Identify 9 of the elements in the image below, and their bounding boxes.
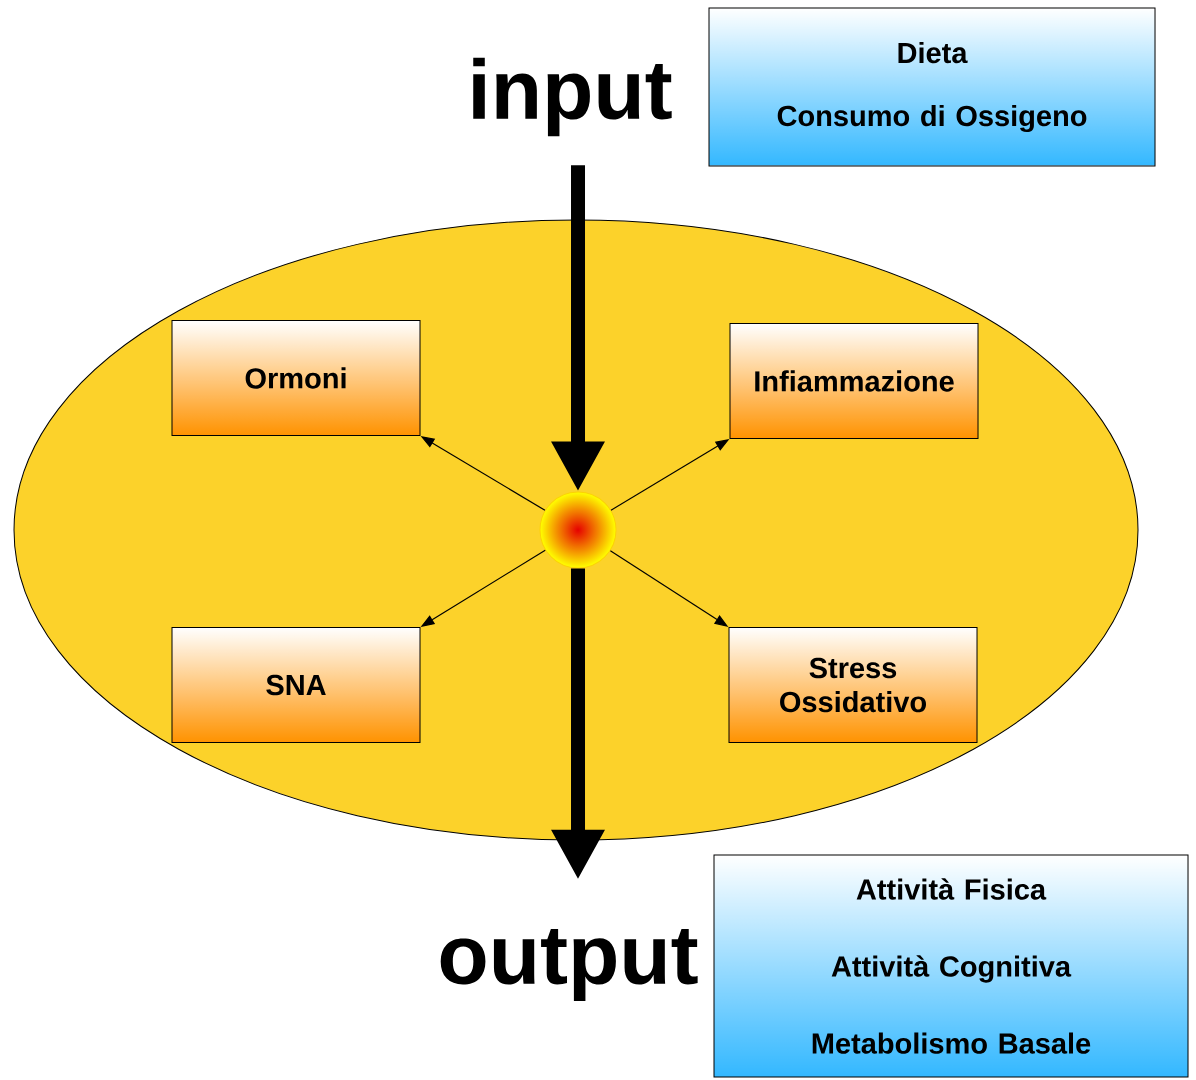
- flow-label: input: [473, 57, 672, 137]
- process-box: SNA: [171, 627, 421, 743]
- core-circle: [539, 491, 617, 569]
- process-box: Attività Fisica Attività Cognitiva Metabolismo Basale: [713, 854, 1189, 1078]
- process-box: Stress Ossidativo: [728, 627, 978, 743]
- process-box: Dieta Consumo di Ossigeno: [708, 7, 1156, 167]
- flow-label: output: [440, 928, 698, 1002]
- process-box: Infiammazione: [729, 323, 979, 439]
- process-box: Ormoni: [171, 320, 421, 436]
